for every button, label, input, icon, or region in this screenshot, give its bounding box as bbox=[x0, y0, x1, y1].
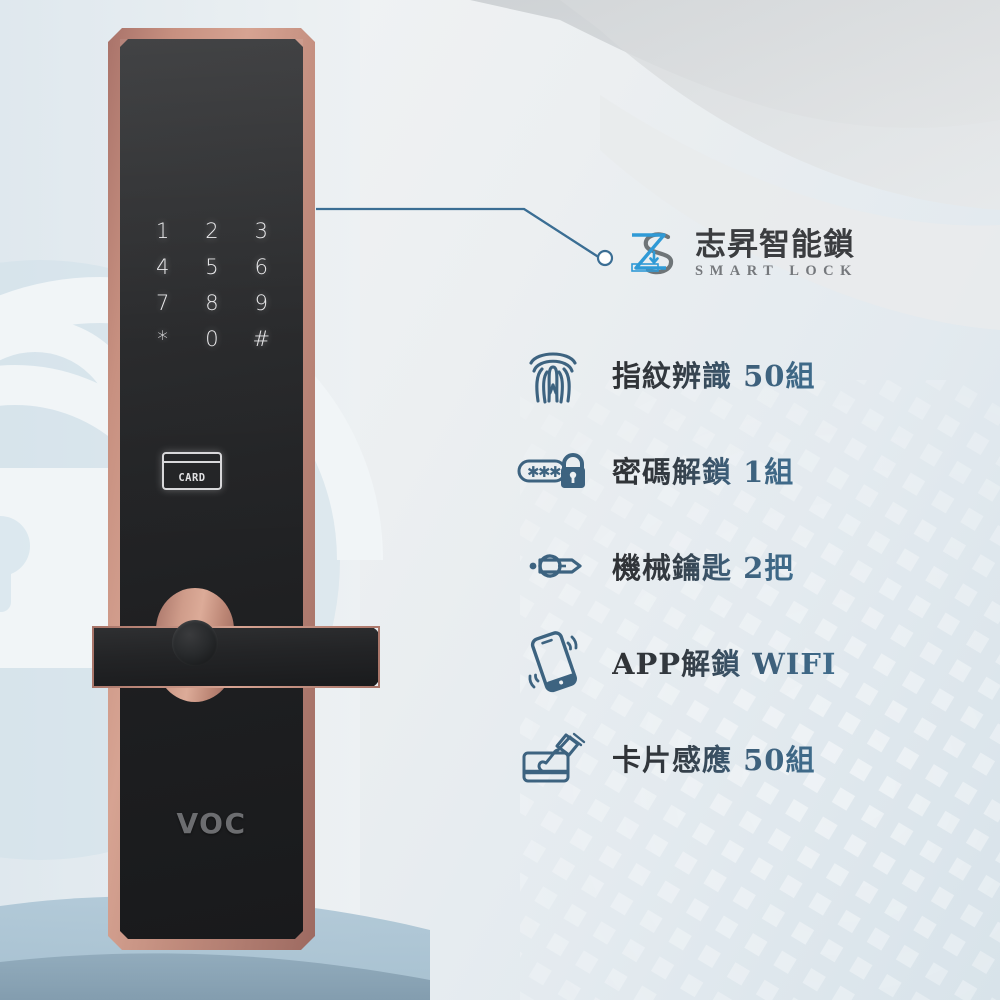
feature-item-fingerprint: 指紋辨識 50組 bbox=[516, 326, 936, 422]
fingerprint-icon bbox=[516, 343, 590, 405]
door-handle[interactable] bbox=[92, 626, 380, 688]
keypad-key[interactable]: 4 bbox=[155, 254, 170, 279]
feature-item-password: ✱✱✱ 密碼解鎖 1組 bbox=[516, 422, 936, 518]
keypad-key[interactable]: 9 bbox=[254, 290, 268, 315]
keypad-key[interactable]: 0 bbox=[205, 326, 219, 351]
brand-subtitle: SMART LOCK bbox=[695, 262, 858, 279]
thumb-turn-knob[interactable] bbox=[172, 620, 218, 666]
feature-item-app: APP解鎖 WIFI bbox=[516, 614, 936, 710]
card-reader-label: CARD bbox=[178, 472, 206, 484]
keypad[interactable]: 1 2 3 4 5 6 7 8 9 * 0 # bbox=[138, 213, 286, 357]
feature-item-card: 卡片感應 50組 bbox=[516, 710, 936, 806]
feature-label: 指紋辨識 50組 bbox=[612, 353, 815, 395]
svg-text:✱: ✱ bbox=[527, 463, 540, 481]
feature-label: 卡片感應 50組 bbox=[612, 737, 815, 779]
keypad-key[interactable]: # bbox=[252, 326, 271, 351]
card-swipe-icon bbox=[516, 731, 590, 785]
feature-label: APP解鎖 WIFI bbox=[612, 641, 837, 683]
keypad-key[interactable]: 2 bbox=[205, 218, 219, 243]
keypad-key[interactable]: 5 bbox=[205, 254, 219, 279]
feature-list: 指紋辨識 50組 ✱✱✱ 密碼解鎖 1組 bbox=[516, 326, 936, 806]
card-reader-icon[interactable]: CARD bbox=[162, 452, 222, 490]
brand-name: 志昇智能鎖 bbox=[695, 226, 855, 263]
feature-label: 密碼解鎖 1組 bbox=[612, 449, 794, 491]
smartphone-wifi-icon bbox=[516, 627, 590, 697]
keypad-key[interactable]: 1 bbox=[155, 218, 170, 243]
password-lock-icon: ✱✱✱ bbox=[516, 448, 590, 492]
feature-label: 機械鑰匙 2把 bbox=[612, 545, 794, 587]
svg-text:✱: ✱ bbox=[549, 463, 562, 481]
feature-item-key: 機械鑰匙 2把 bbox=[516, 518, 936, 614]
keypad-key[interactable]: * bbox=[157, 326, 168, 351]
zs-monogram-icon bbox=[631, 232, 674, 275]
keypad-key[interactable]: 8 bbox=[205, 290, 219, 315]
keypad-key[interactable]: 6 bbox=[254, 254, 268, 279]
svg-text:✱: ✱ bbox=[538, 463, 551, 481]
key-icon bbox=[516, 549, 590, 583]
device-brand-mark: VOC bbox=[176, 807, 247, 840]
keypad-key[interactable]: 7 bbox=[155, 290, 170, 315]
keypad-key[interactable]: 3 bbox=[254, 218, 268, 243]
brand-logo: 志昇智能鎖 SMART LOCK bbox=[624, 228, 858, 280]
callout-endpoint bbox=[596, 249, 614, 267]
